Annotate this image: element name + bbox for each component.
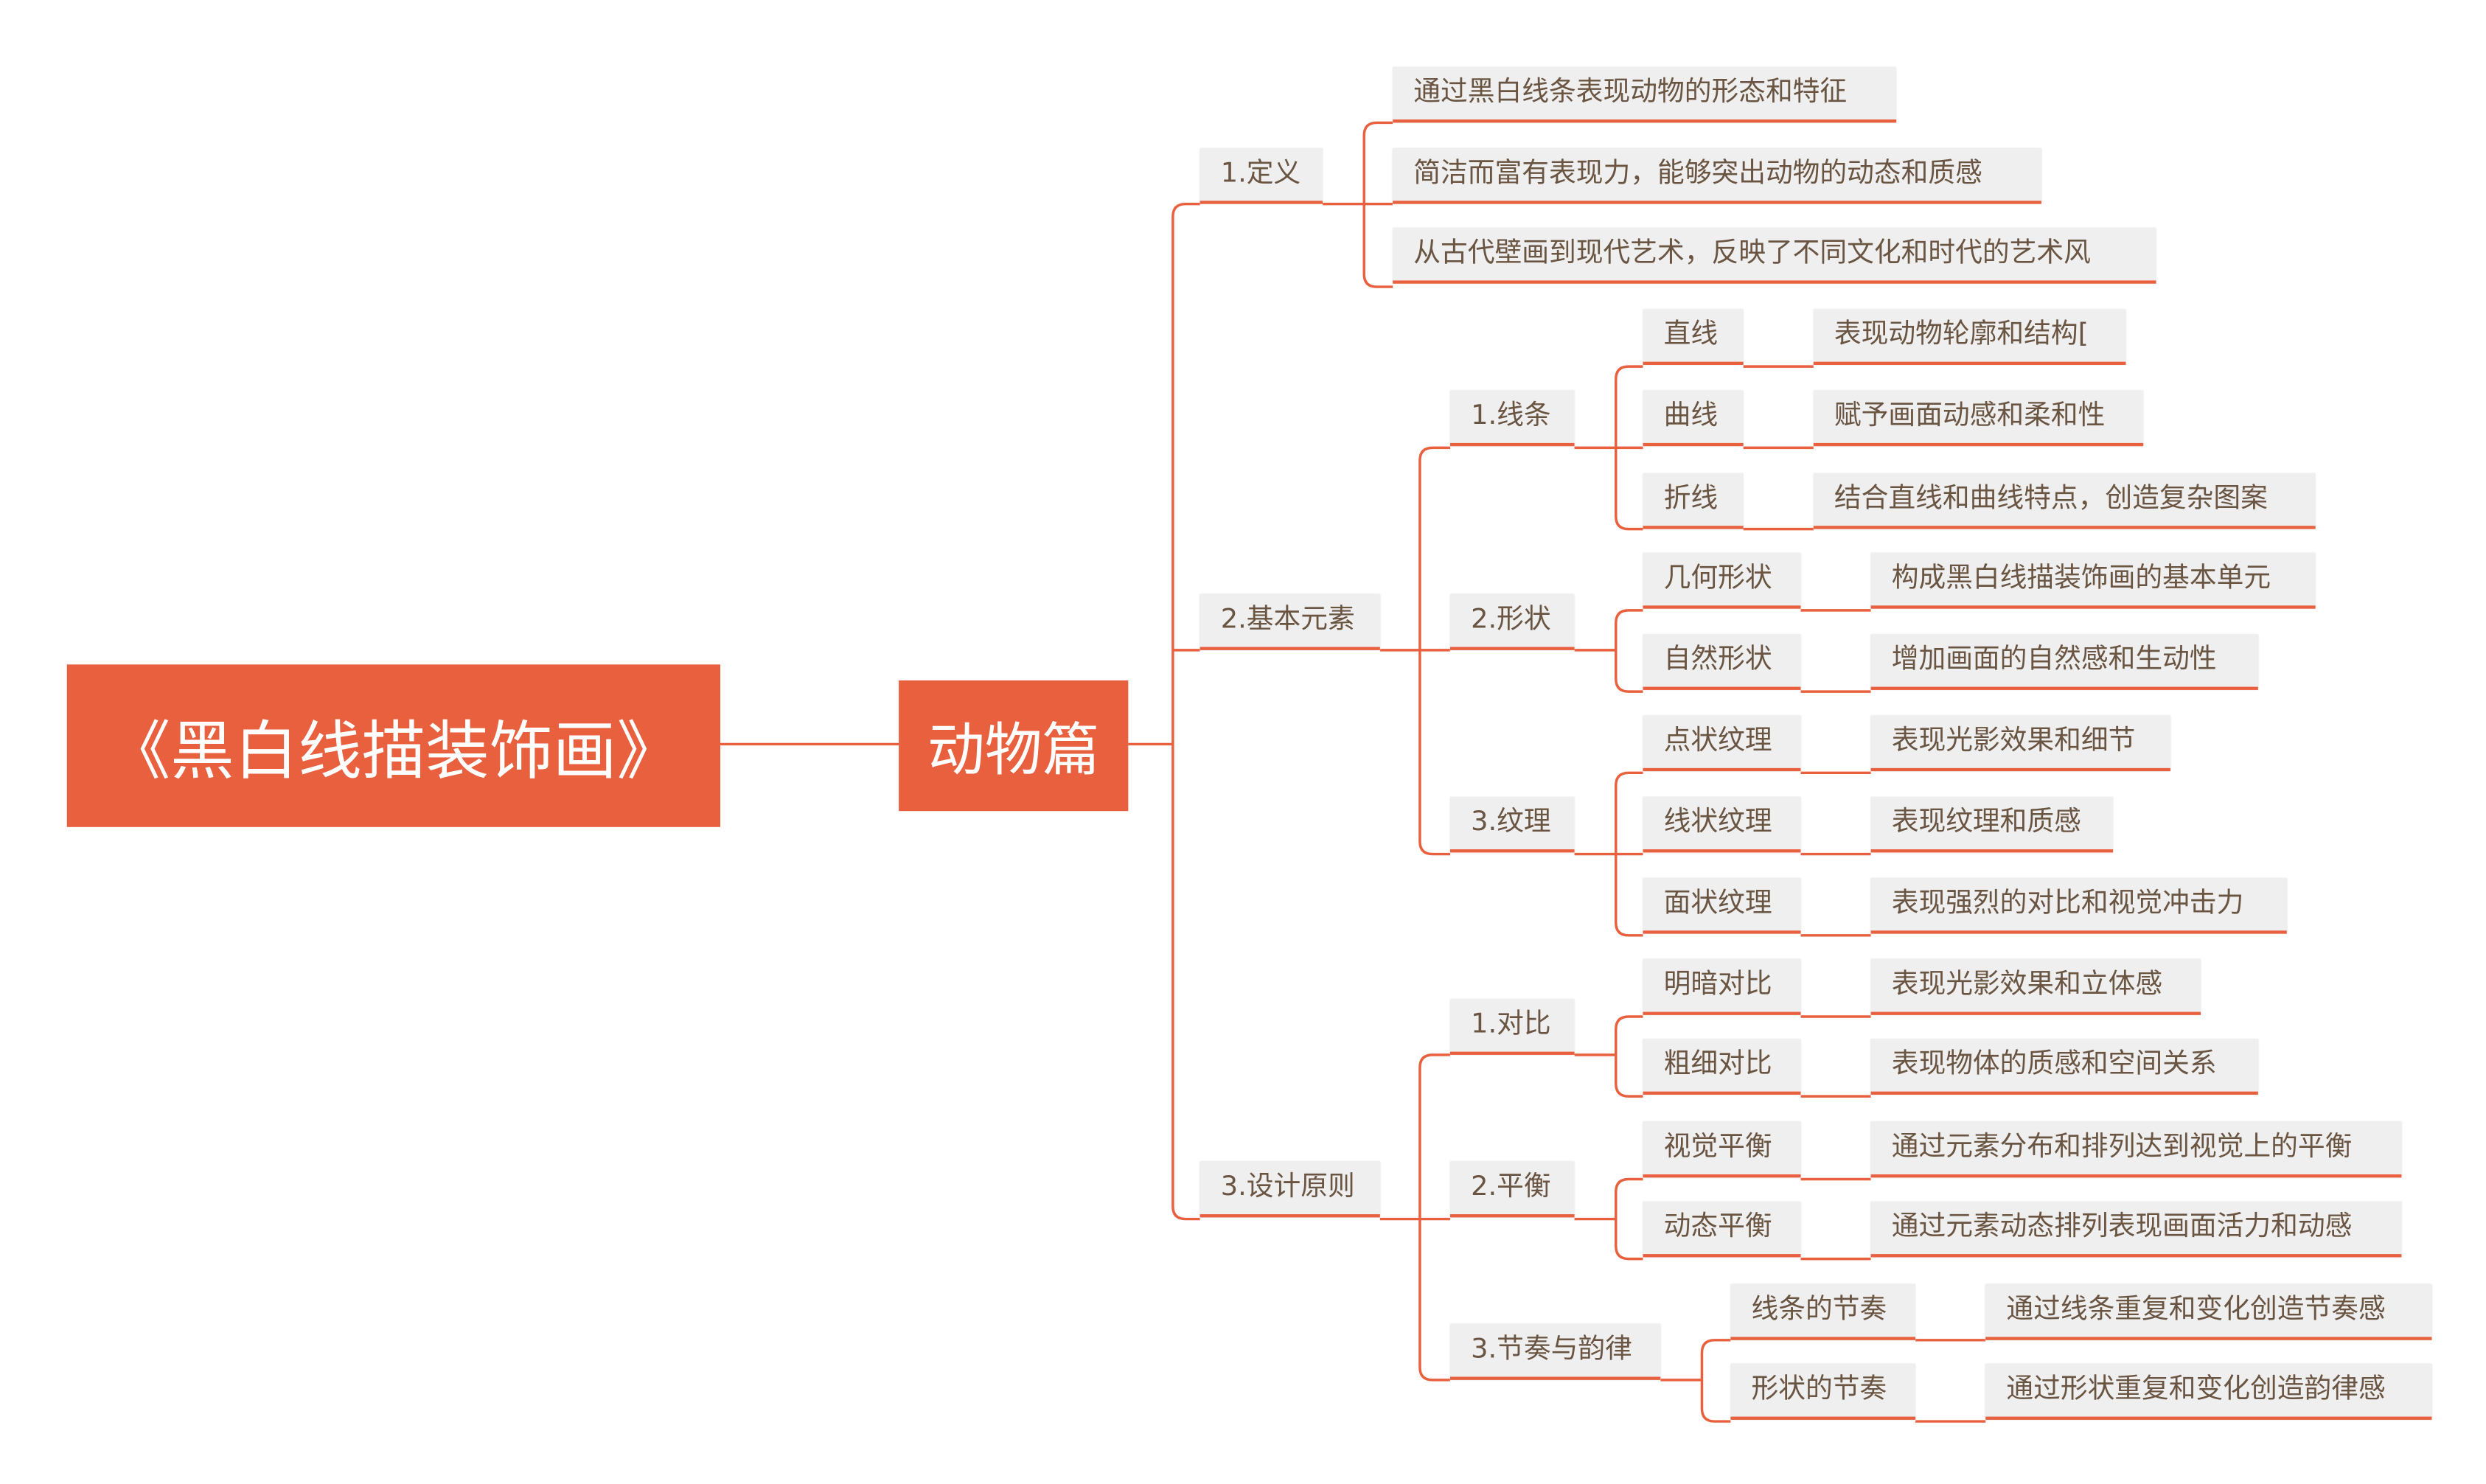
connector <box>1171 202 1200 1221</box>
topic-rhythm[interactable]: 3.节奏与韵律 <box>1449 1324 1661 1380</box>
description-node[interactable]: 赋予画面动感和柔和性 <box>1813 390 2144 447</box>
branch-definition[interactable]: 1.定义 <box>1200 148 1323 204</box>
subtopic-node[interactable]: 线条的节奏 <box>1730 1284 1916 1340</box>
subtopic-node[interactable]: 明暗对比 <box>1643 959 1801 1015</box>
center-node[interactable]: 动物篇 <box>899 680 1129 812</box>
definition-item[interactable]: 简洁而富有表现力，能够突出动物的动态和质感 <box>1393 148 2041 204</box>
description-node[interactable]: 增加画面的自然感和生动性 <box>1870 634 2258 690</box>
description-node[interactable]: 构成黑白线描装饰画的基本单元 <box>1870 553 2316 609</box>
topic-contrast[interactable]: 1.对比 <box>1449 999 1575 1055</box>
topic-shapes[interactable]: 2.形状 <box>1449 594 1575 650</box>
branch-basic-elements[interactable]: 2.基本元素 <box>1200 594 1380 650</box>
connector <box>1615 1015 1643 1098</box>
description-node[interactable]: 通过线条重复和变化创造节奏感 <box>1985 1284 2432 1340</box>
connector <box>1615 609 1643 693</box>
subtopic-node[interactable]: 形状的节奏 <box>1730 1364 1916 1420</box>
subtopic-node[interactable]: 折线 <box>1643 473 1744 529</box>
description-node[interactable]: 结合直线和曲线特点，创造复杂图案 <box>1813 473 2316 529</box>
subtopic-node[interactable]: 线状纹理 <box>1643 796 1801 853</box>
connector <box>1615 1177 1643 1261</box>
subtopic-node[interactable]: 几何形状 <box>1643 553 1801 609</box>
subtopic-node[interactable]: 面状纹理 <box>1643 877 1801 934</box>
definition-item[interactable]: 从古代壁画到现代艺术，反映了不同文化和时代的艺术风 <box>1393 228 2156 284</box>
description-node[interactable]: 表现强烈的对比和视觉冲击力 <box>1870 877 2287 934</box>
subtopic-node[interactable]: 自然形状 <box>1643 634 1801 690</box>
definition-item[interactable]: 通过黑白线条表现动物的形态和特征 <box>1393 66 1897 123</box>
subtopic-node[interactable]: 视觉平衡 <box>1643 1121 1801 1178</box>
description-node[interactable]: 通过元素分布和排列达到视觉上的平衡 <box>1870 1121 2402 1178</box>
connector <box>1700 1339 1731 1423</box>
subtopic-node[interactable]: 动态平衡 <box>1643 1201 1801 1258</box>
description-node[interactable]: 表现动物轮廓和结构[ <box>1813 309 2126 365</box>
subtopic-node[interactable]: 直线 <box>1643 309 1744 365</box>
description-node[interactable]: 表现物体的质感和空间关系 <box>1870 1039 2258 1095</box>
branch-design-principles[interactable]: 3.设计原则 <box>1200 1161 1380 1218</box>
description-node[interactable]: 通过元素动态排列表现画面活力和动感 <box>1870 1201 2402 1258</box>
subtopic-node[interactable]: 粗细对比 <box>1643 1039 1801 1095</box>
subtopic-node[interactable]: 点状纹理 <box>1643 715 1801 772</box>
root-node[interactable]: 《黑白线描装饰画》 <box>66 664 720 827</box>
topic-lines[interactable]: 1.线条 <box>1449 390 1575 447</box>
subtopic-node[interactable]: 曲线 <box>1643 390 1744 447</box>
description-node[interactable]: 通过形状重复和变化创造韵律感 <box>1985 1364 2432 1420</box>
description-node[interactable]: 表现光影效果和细节 <box>1870 715 2170 772</box>
connector <box>1418 1053 1450 1382</box>
topic-textures[interactable]: 3.纹理 <box>1449 796 1575 853</box>
topic-balance[interactable]: 2.平衡 <box>1449 1161 1575 1218</box>
description-node[interactable]: 表现光影效果和立体感 <box>1870 959 2201 1015</box>
description-node[interactable]: 表现纹理和质感 <box>1870 796 2114 853</box>
